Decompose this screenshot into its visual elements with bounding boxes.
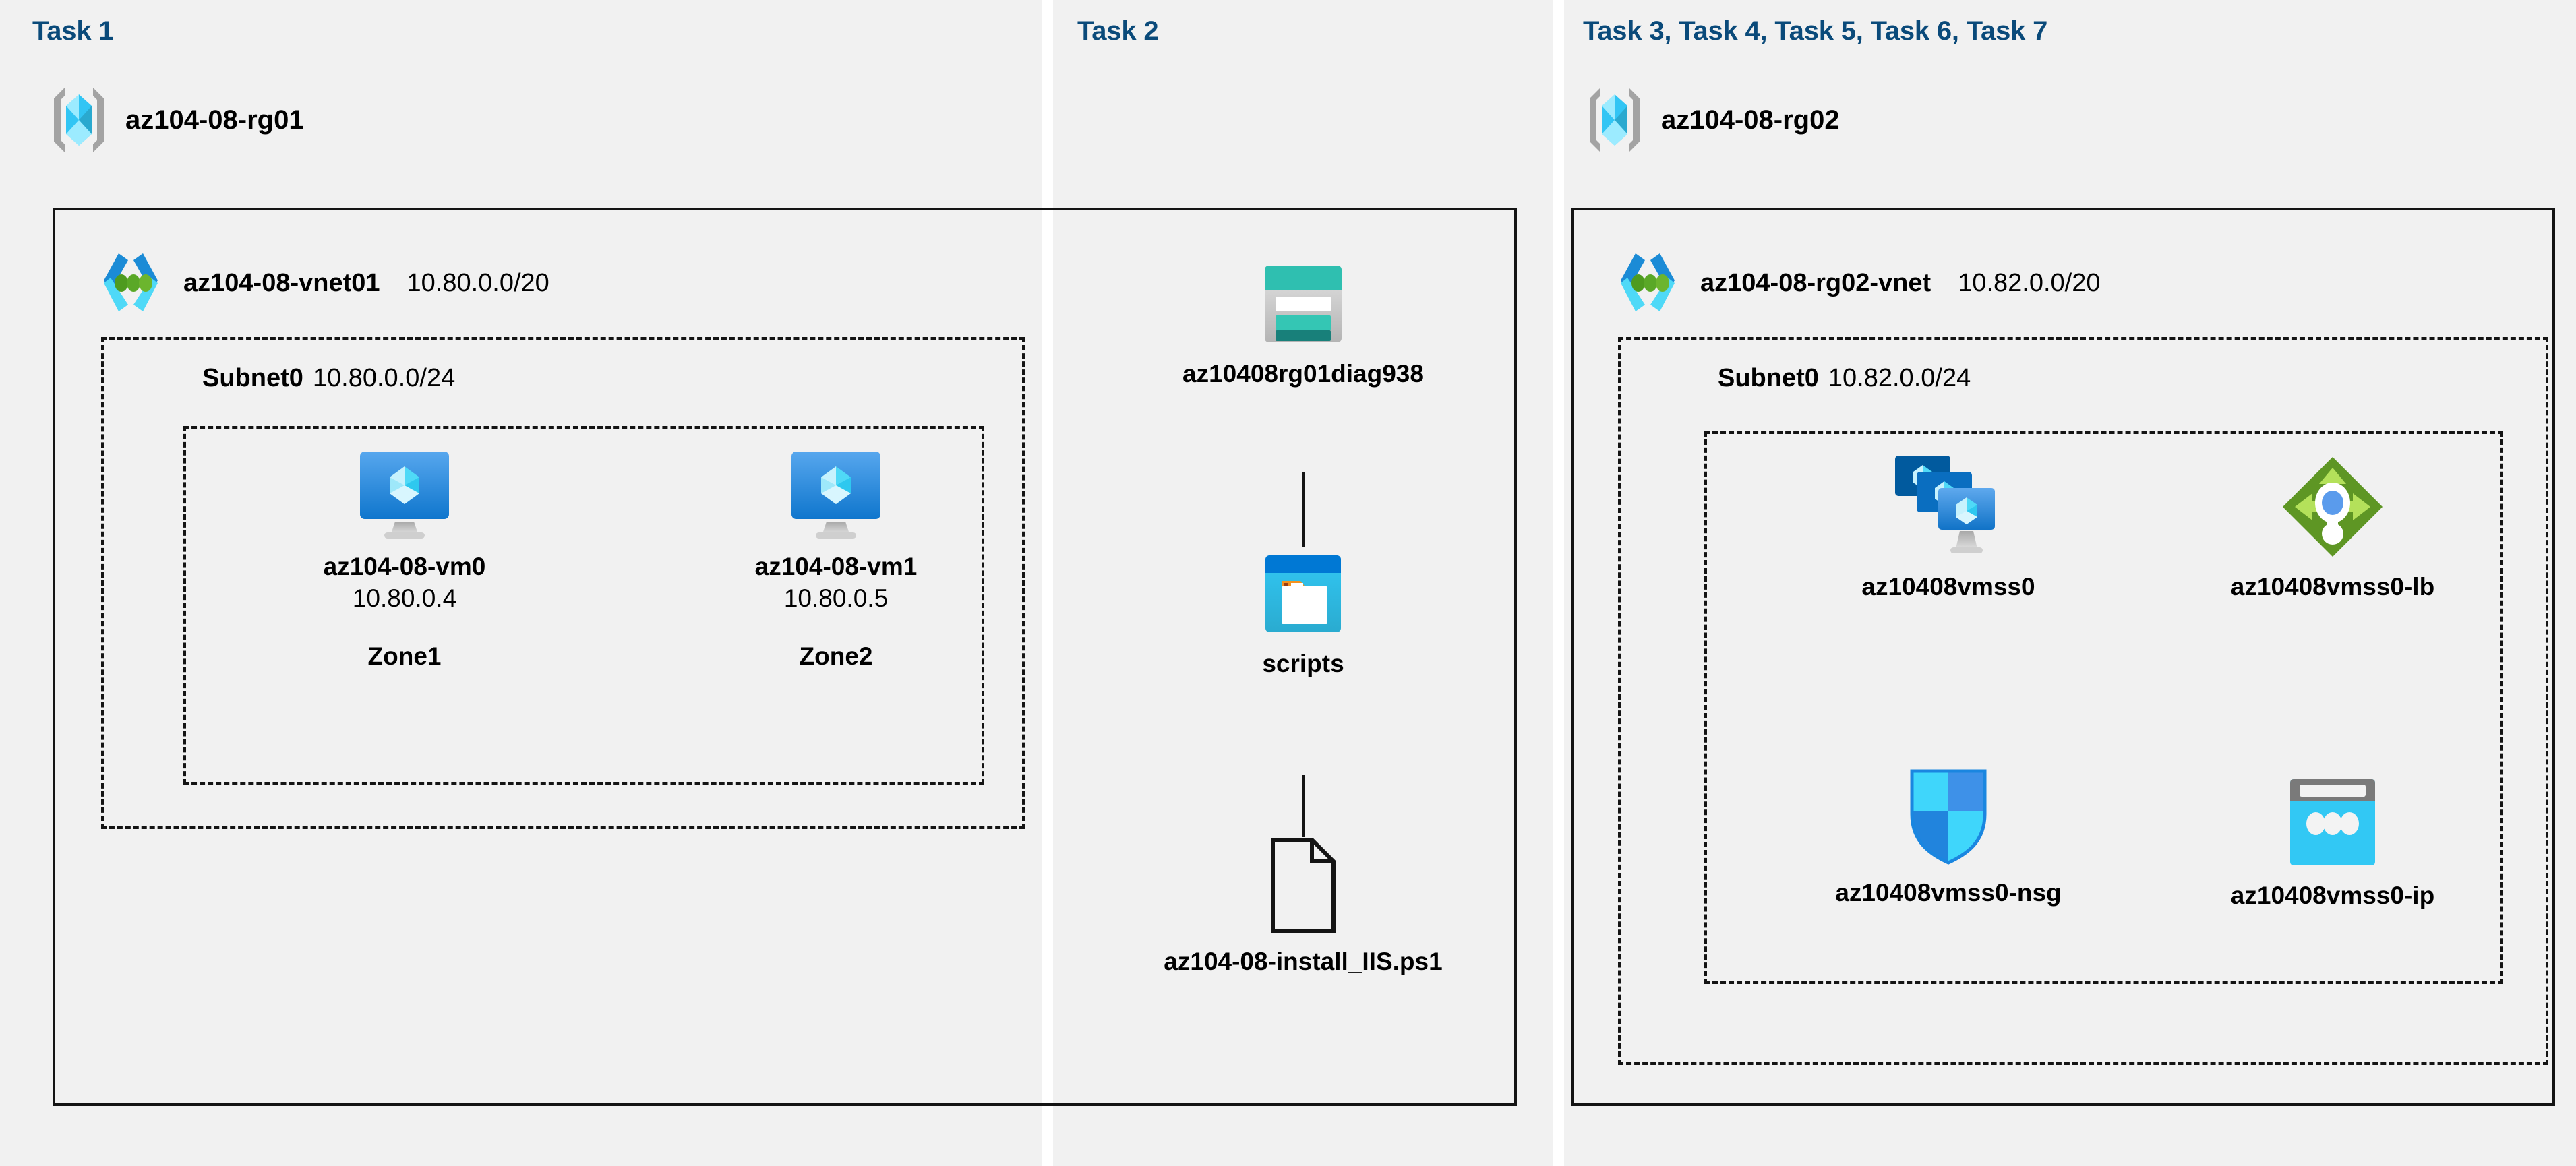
file-document-icon <box>1267 836 1339 935</box>
vm0-zone: Zone1 <box>367 642 442 670</box>
node-vm1[interactable]: az104-08-vm1 10.80.0.5 Zone2 <box>681 449 991 670</box>
subnet-label-row-rg01: Subnet0 10.80.0.0/24 <box>202 364 455 393</box>
ps1-file-name: az104-08-install_IIS.ps1 <box>1164 948 1443 975</box>
subnet-cidr-rg02: 10.82.0.0/24 <box>1828 364 1971 392</box>
resource-group-row-rg02: az104-08-rg02 <box>1586 85 1840 155</box>
vmss-name: az10408vmss0 <box>1861 573 2035 601</box>
network-security-group-icon <box>1904 766 1993 867</box>
availability-zones-boundary <box>183 426 984 785</box>
task1-panel <box>0 0 1042 1166</box>
vm1-name: az104-08-vm1 <box>754 553 918 580</box>
node-storage-account[interactable]: az10408rg01diag938 <box>1145 260 1462 388</box>
task1-title: Task 1 <box>32 16 114 46</box>
connector-storage-to-container <box>1302 472 1305 547</box>
node-ps1-file[interactable]: az104-08-install_IIS.ps1 <box>1145 836 1462 975</box>
node-vm0[interactable]: az104-08-vm0 10.80.0.4 Zone1 <box>249 449 560 670</box>
virtual-network-icon <box>1613 249 1683 317</box>
node-network-security-group[interactable]: az10408vmss0-nsg <box>1793 766 2103 907</box>
node-public-ip-address[interactable]: az10408vmss0-ip <box>2178 775 2488 909</box>
node-load-balancer[interactable]: az10408vmss0-lb <box>2178 453 2488 601</box>
task2-title: Task 2 <box>1077 16 1159 46</box>
vnet-boundary-vnet01 <box>53 208 1517 1106</box>
vnet-cidr-vnet01: 10.80.0.0/20 <box>407 268 549 297</box>
resource-group-icon <box>1586 85 1644 155</box>
public-ip-address-icon <box>2285 775 2380 869</box>
virtual-machine-icon <box>786 449 886 541</box>
subnet-label-row-rg02: Subnet0 10.82.0.0/24 <box>1718 364 1971 393</box>
subnet-boundary-subnet0-rg02 <box>1618 337 2548 1065</box>
load-balancer-icon <box>2279 453 2387 561</box>
storage-account-name: az10408rg01diag938 <box>1182 360 1424 388</box>
connector-container-to-file <box>1302 775 1305 837</box>
node-blob-container[interactable]: scripts <box>1185 551 1422 677</box>
public-ip-name: az10408vmss0-ip <box>2230 882 2435 909</box>
vnet-label-row-vnet01: az104-08-vnet01 10.80.0.0/20 <box>96 249 549 317</box>
resource-group-label-rg01: az104-08-rg01 <box>125 104 304 135</box>
subnet-name-rg01: Subnet0 <box>202 364 303 392</box>
vnet-cidr-rg02vnet: 10.82.0.0/20 <box>1958 268 2101 297</box>
vnet-label-row-rg02vnet: az104-08-rg02-vnet 10.82.0.0/20 <box>1613 249 2100 317</box>
vnet-name-vnet01: az104-08-vnet01 <box>183 268 380 297</box>
vm0-name: az104-08-vm0 <box>323 553 486 580</box>
nsg-name: az10408vmss0-nsg <box>1835 879 2062 907</box>
subnet-boundary-subnet0-rg01 <box>101 337 1025 829</box>
subnet-name-rg02: Subnet0 <box>1718 364 1819 392</box>
virtual-network-icon <box>96 249 166 317</box>
load-balancer-name: az10408vmss0-lb <box>2230 573 2435 601</box>
task3-title: Task 3, Task 4, Task 5, Task 6, Task 7 <box>1583 16 2048 46</box>
storage-account-icon <box>1259 260 1347 348</box>
resource-group-row-rg01: az104-08-rg01 <box>50 85 304 155</box>
node-vm-scale-set[interactable]: az10408vmss0 <box>1793 453 2103 601</box>
vm-scale-set-icon <box>1886 453 2011 561</box>
vm0-ip: 10.80.0.4 <box>352 584 457 613</box>
virtual-machine-icon <box>355 449 454 541</box>
vm1-ip: 10.80.0.5 <box>783 584 889 613</box>
resource-group-label-rg02: az104-08-rg02 <box>1661 104 1840 135</box>
subnet-cidr-rg01: 10.80.0.0/24 <box>312 364 456 392</box>
task3-panel <box>1564 0 2576 1166</box>
vnet-name-rg02vnet: az104-08-rg02-vnet <box>1700 268 1931 297</box>
blob-container-icon <box>1260 551 1346 638</box>
vmss-resources-boundary <box>1704 431 2503 984</box>
vm1-zone: Zone2 <box>799 642 873 670</box>
resource-group-icon <box>50 85 108 155</box>
vnet-boundary-rg02vnet <box>1571 208 2555 1106</box>
blob-container-name: scripts <box>1262 650 1344 677</box>
